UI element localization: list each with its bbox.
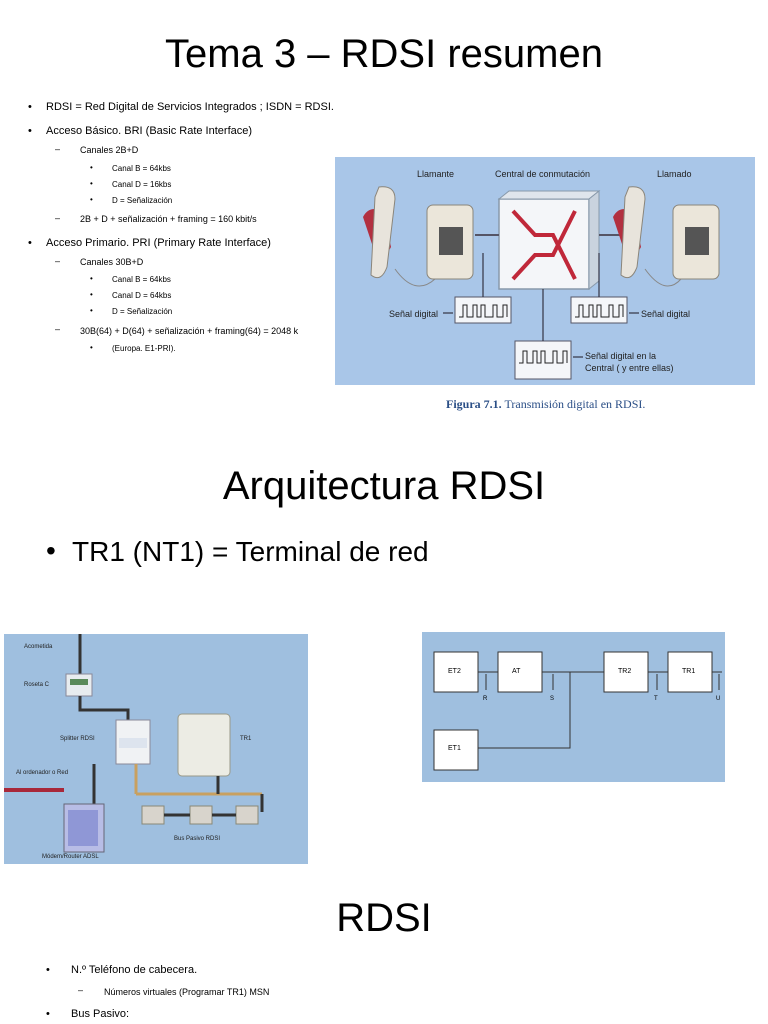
figure-label-signal-center-1: Señal digital en la — [585, 351, 657, 361]
ref-point-t: T — [654, 696, 658, 702]
block-tr2: TR2 — [618, 668, 632, 675]
figure-reference-points: ET2 AT TR2 TR1 ET1 R S T U — [422, 632, 725, 782]
item-europa-e1: (Europa. E1-PRI). — [112, 344, 176, 353]
figure-caption: Figura 7.1. Transmisión digital en RDSI. — [446, 397, 645, 412]
item-canal-d-pri: Canal D = 64kbs — [112, 291, 172, 300]
bullet-marker: • — [46, 535, 56, 566]
install-label-bus: Bus Pasivo RDSI — [174, 836, 221, 842]
slide2-title: Arquitectura RDSI — [222, 464, 546, 508]
dash-marker: – — [55, 144, 61, 154]
install-label-splitter: Splitter RDSI — [60, 736, 95, 742]
figure-label-signal-left: Señal digital — [389, 309, 439, 319]
figure-label-caller: Llamante — [417, 169, 455, 179]
figure-label-callee: Llamado — [657, 169, 692, 179]
install-label-modem: Módem/Router ADSL — [42, 854, 99, 860]
ref-point-u: U — [716, 696, 721, 702]
bullet-bus-pasivo: Bus Pasivo: — [71, 1008, 130, 1020]
figure-caption-text: Transmisión digital en RDSI. — [504, 397, 646, 411]
ref-point-r: R — [483, 696, 488, 702]
slide1-title: Tema 3 – RDSI resumen — [165, 32, 603, 76]
block-et2: ET2 — [448, 668, 461, 675]
bullet-marker: • — [90, 195, 93, 204]
sub-pri-rate: 30B(64) + D(64) + señalización + framing… — [80, 326, 299, 336]
item-canal-d: Canal D = 16kbs — [112, 180, 172, 189]
bullet-marker: • — [90, 306, 93, 315]
figure-isdn-installation: Acometida Roseta C Splitter RDSI TR1 Al … — [4, 634, 308, 864]
install-label-roseta: Roseta C — [24, 682, 50, 688]
bullet-acceso-basico: Acceso Básico. BRI (Basic Rate Interface… — [46, 125, 253, 137]
bullet-marker: • — [90, 290, 93, 299]
sub-canales-30bd: Canales 30B+D — [80, 257, 144, 267]
bullet-marker: • — [46, 1008, 50, 1020]
bullet-marker: • — [28, 237, 32, 249]
install-label-tr1: TR1 — [240, 736, 252, 742]
slide3-title: RDSI — [336, 896, 432, 940]
dash-marker: – — [55, 256, 61, 266]
sub-numeros-virtuales: Números virtuales (Programar TR1) MSN — [104, 987, 270, 997]
bullet-rdsi-definition: RDSI = Red Digital de Servicios Integrad… — [46, 101, 334, 113]
sub-bri-rate: 2B + D + señalización + framing = 160 kb… — [80, 214, 257, 224]
sub-canales-2bd: Canales 2B+D — [80, 145, 139, 155]
figure-label-signal-right: Señal digital — [641, 309, 691, 319]
bullet-marker: • — [90, 343, 93, 352]
dash-marker: – — [55, 324, 61, 334]
bullet-tr1: TR1 (NT1) = Terminal de red — [72, 536, 429, 567]
bullet-marker: • — [90, 274, 93, 283]
item-canal-b: Canal B = 64kbs — [112, 164, 171, 173]
item-canal-b-pri: Canal B = 64kbs — [112, 275, 171, 284]
block-at: AT — [512, 668, 521, 675]
install-label-acometida: Acometida — [24, 644, 53, 650]
dash-marker: – — [55, 213, 61, 223]
bullet-marker: • — [90, 179, 93, 188]
bullet-marker: • — [28, 101, 32, 113]
install-label-ordenador: Al ordenador o Red — [16, 770, 69, 776]
dash-marker: – — [78, 985, 84, 995]
item-d-senalizacion-pri: D = Señalización — [112, 307, 173, 316]
ref-point-s: S — [550, 696, 555, 702]
bullet-marker: • — [46, 964, 50, 976]
bullet-marker: • — [90, 163, 93, 172]
block-tr1: TR1 — [682, 668, 696, 675]
figure-label-switch: Central de conmutación — [495, 169, 591, 179]
bullet-telefono-cabecera: N.º Teléfono de cabecera. — [71, 964, 198, 976]
figure-digital-transmission: Llamante Central de conmutación Llamado … — [335, 157, 755, 385]
bullet-marker: • — [28, 125, 32, 137]
block-et1: ET1 — [448, 745, 461, 752]
item-d-senalizacion: D = Señalización — [112, 196, 173, 205]
bullet-acceso-primario: Acceso Primario. PRI (Primary Rate Inter… — [46, 237, 271, 249]
figure-label-signal-center-2: Central ( y entre ellas) — [585, 363, 674, 373]
figure-caption-number: Figura 7.1. — [446, 397, 502, 411]
